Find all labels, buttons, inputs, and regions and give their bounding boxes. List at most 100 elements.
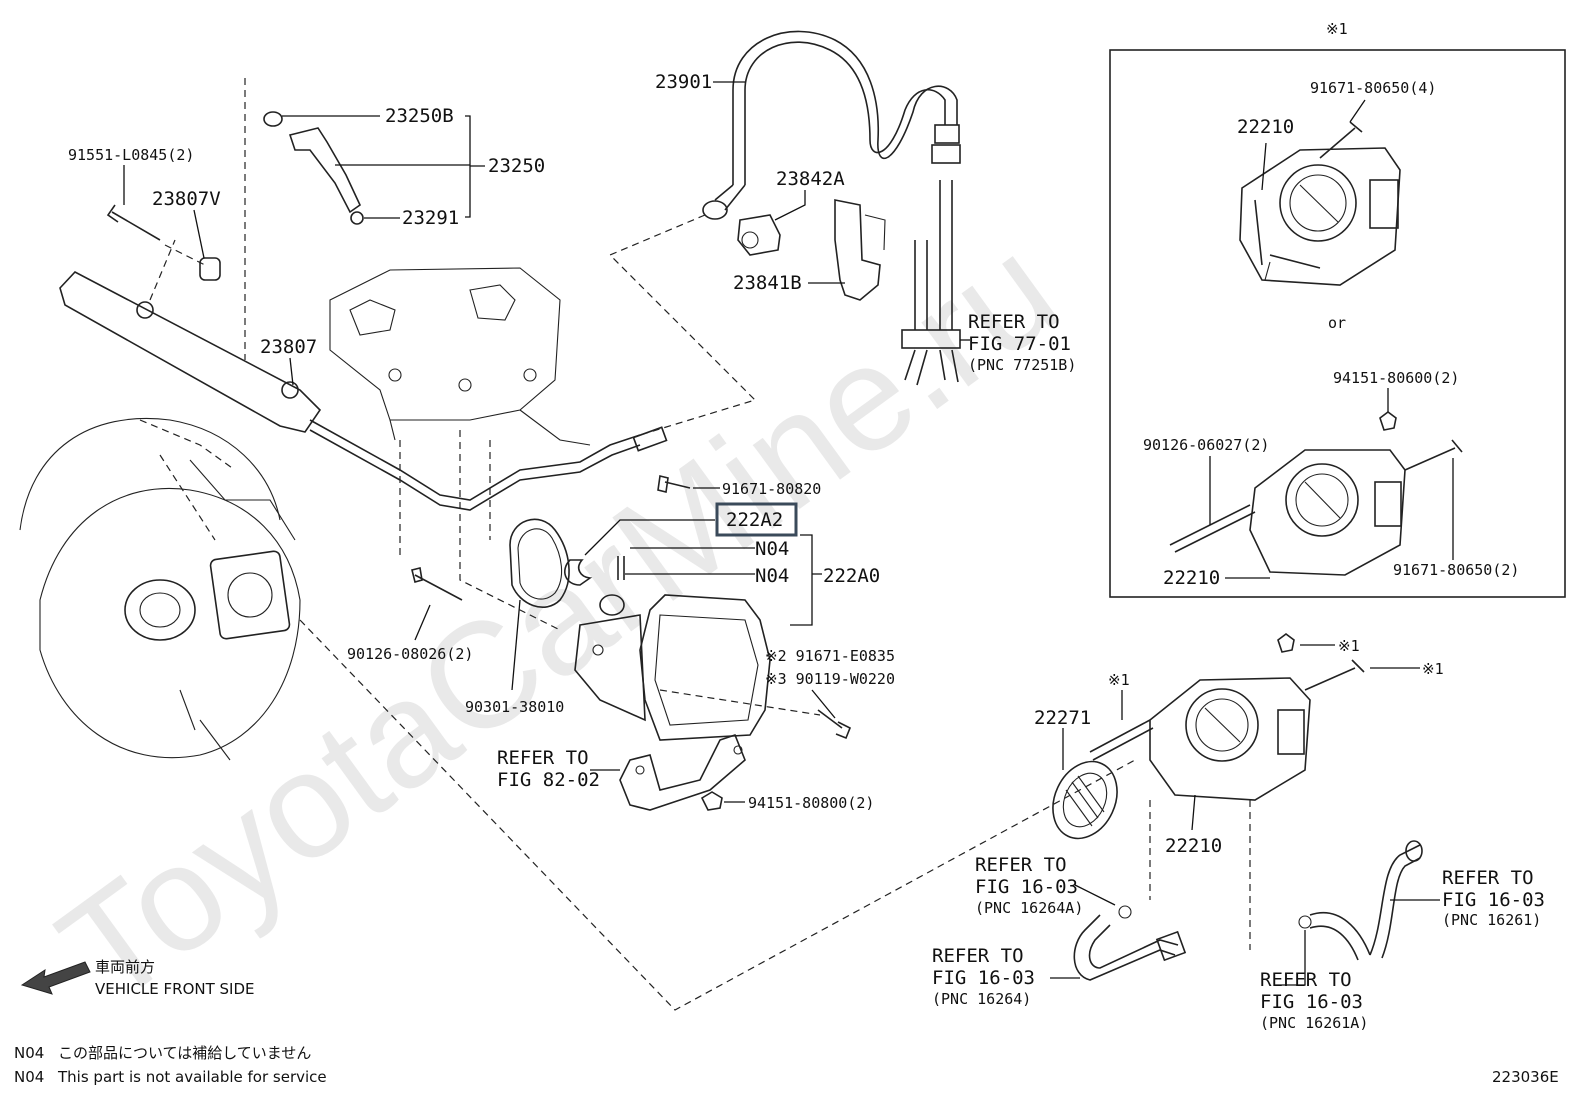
figure-code: 223036E (1492, 1068, 1559, 1086)
part-222A2-drawing (564, 559, 593, 586)
leader-222A0-bracket (790, 534, 822, 626)
dashed-hose-guide (608, 214, 757, 436)
label-23841B: 23841B (733, 272, 802, 294)
label-94151-80800: 94151-80800(2) (748, 794, 874, 812)
refer-16d-line2: FIG 16-03 (1260, 991, 1363, 1013)
dashed-center-guides (399, 430, 561, 631)
stud-90126-08026-drawing (411, 567, 463, 601)
leader-refer-16d (1275, 930, 1306, 986)
label-90301: 90301-38010 (465, 698, 564, 716)
refer-82-line1: REFER TO (497, 747, 589, 769)
label-90119-W0220: ※3 90119-W0220 (765, 670, 895, 688)
label-N04-a: N04 (755, 538, 789, 560)
gasket-90301-inner (517, 528, 563, 600)
refer-16b-line2: FIG 16-03 (932, 967, 1035, 989)
part-23842A-drawing (737, 214, 781, 256)
bolt-90119-drawing (817, 709, 852, 740)
refer-16c-line3: (PNC 16261) (1442, 911, 1541, 929)
refer-16-03-c[interactable]: REFER TO FIG 16-03 (PNC 16261) (1442, 867, 1545, 929)
refer-16-03-b[interactable]: REFER TO FIG 16-03 (PNC 16264) (932, 945, 1035, 1008)
refer-82-02[interactable]: REFER TO FIG 82-02 (497, 747, 600, 791)
actuator-222A0-drawing (574, 594, 771, 741)
inset-box-mark: ※1 (1326, 20, 1348, 38)
label-91671-80650-4: 91671-80650(4) (1310, 79, 1436, 97)
label-91671-80820: 91671-80820 (722, 480, 821, 498)
label-22271: 22271 (1034, 707, 1091, 729)
refer-16-03-a[interactable]: REFER TO FIG 16-03 (PNC 16264A) (975, 854, 1083, 917)
refer-16b-line3: (PNC 16264) (932, 990, 1031, 1008)
refer-16c-line1: REFER TO (1442, 867, 1534, 889)
fuel-hose-23901-drawing (702, 30, 961, 220)
bracket-82-02-drawing (619, 734, 746, 811)
label-23901: 23901 (655, 71, 712, 93)
refer-16c-line2: FIG 16-03 (1442, 889, 1545, 911)
refer-82-line2: FIG 82-02 (497, 769, 600, 791)
refer-77-01[interactable]: REFER TO FIG 77-01 (PNC 77251B) (968, 311, 1076, 374)
label-91671-80650-2: 91671-80650(2) (1393, 561, 1519, 579)
label-23250B: 23250B (385, 105, 454, 127)
throttle-body-top-drawing (1239, 121, 1401, 286)
leader-90126-08026 (414, 604, 431, 641)
leader-22210-top (1261, 142, 1267, 191)
bolt-91551-drawing (106, 204, 161, 241)
pin-N04-drawing (617, 556, 625, 580)
front-label-jp: 車両前方 (95, 958, 155, 976)
cylinder-head-drawing (329, 267, 591, 446)
bushing-N04-drawing (599, 594, 625, 616)
mark1-a: ※1 (1338, 637, 1360, 655)
leader-90119 (811, 689, 836, 719)
dashed-manifold-guide (139, 419, 236, 541)
dashed-hose-guides (1149, 800, 1251, 950)
label-222A2[interactable]: 222A2 (726, 509, 783, 531)
label-23842A: 23842A (776, 168, 845, 190)
leader-91671-80650-4 (1349, 99, 1366, 123)
front-label-en: VEHICLE FRONT SIDE (95, 980, 255, 998)
refer-16d-line3: (PNC 16261A) (1260, 1014, 1368, 1032)
dashed-throttle-guide (299, 619, 1136, 1011)
note-2-text: This part is not available for service (57, 1068, 327, 1086)
refer-77-line1: REFER TO (968, 311, 1060, 333)
label-N04-b: N04 (755, 565, 789, 587)
note-2-code: N04 (14, 1068, 44, 1086)
water-hose-16264-drawing (1073, 905, 1187, 981)
fuel-rail-drawing (59, 271, 668, 511)
throttle-body-lower-drawing (1089, 633, 1365, 801)
leader-23250-bracket (335, 115, 485, 218)
highlight-box-222A2[interactable] (715, 502, 798, 537)
leader-23807 (289, 357, 294, 386)
label-22210-top: 22210 (1237, 116, 1294, 138)
dashed-bolt-guide (149, 239, 206, 301)
leader-refer-16a (1074, 884, 1116, 906)
label-23807V: 23807V (152, 188, 221, 210)
refer-16-03-d[interactable]: REFER TO FIG 16-03 (PNC 16261A) (1260, 969, 1368, 1032)
refer-16a-line1: REFER TO (975, 854, 1067, 876)
leader-23842A (774, 190, 806, 221)
label-90126-06027: 90126-06027(2) (1143, 436, 1269, 454)
leader-23807V (193, 209, 205, 259)
refer-16b-line1: REFER TO (932, 945, 1024, 967)
refer-16a-line3: (PNC 16264A) (975, 899, 1083, 917)
injector-drawing (263, 111, 364, 225)
label-94151-80600: 94151-80600(2) (1333, 369, 1459, 387)
label-22210-lower: 22210 (1165, 835, 1222, 857)
note-1-code: N04 (14, 1044, 44, 1062)
label-23291: 23291 (402, 207, 459, 229)
part-23841B-drawing (834, 199, 886, 301)
nut-94151-80800-drawing (700, 791, 723, 811)
refer-77-line2: FIG 77-01 (968, 333, 1071, 355)
vehicle-front-arrow-icon (20, 961, 91, 995)
inset-box: ※1 22210 91671-80650(4) or (1109, 20, 1566, 598)
gasket-90301-drawing (509, 518, 570, 609)
label-91551: 91551-L0845(2) (68, 146, 194, 164)
bolt-91671-80820-drawing (657, 475, 691, 493)
gasket-22271-drawing (1052, 760, 1118, 840)
label-23807: 23807 (260, 336, 317, 358)
refer-16d-line1: REFER TO (1260, 969, 1352, 991)
label-or: or (1328, 314, 1346, 332)
refer-16a-line2: FIG 16-03 (975, 876, 1078, 898)
label-90126-08026: 90126-08026(2) (347, 645, 473, 663)
mark1-c: ※1 (1108, 671, 1130, 689)
dashed-bolt-90119-guide (659, 689, 821, 716)
